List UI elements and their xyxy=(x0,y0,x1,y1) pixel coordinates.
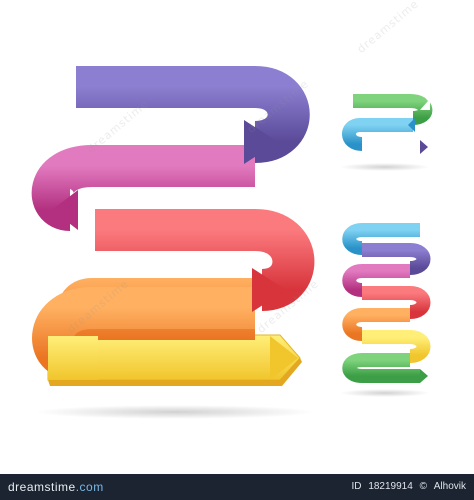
small2-green-head xyxy=(420,369,428,383)
small2-yellow-arrow xyxy=(362,330,431,363)
image-credit: ID 18219914 © Alhovik xyxy=(348,481,466,492)
small2-magenta-arrow xyxy=(342,264,410,297)
small-green-arrow xyxy=(353,94,433,125)
image-id-value: 18219914 xyxy=(368,481,413,492)
small-purple-head xyxy=(420,140,428,154)
small2-purple-arrow xyxy=(362,243,431,275)
stock-footer-bar: dreamstime.com ID 18219914 © Alhovik xyxy=(0,474,474,500)
small-green-tail xyxy=(420,92,430,110)
small2-red-arrow xyxy=(362,286,431,319)
stock-logo[interactable]: dreamstime.com xyxy=(8,480,104,494)
main-shadow xyxy=(35,405,315,419)
red-arrow-head xyxy=(252,268,286,312)
small-shadow-top xyxy=(340,163,430,171)
small-shadow-bottom xyxy=(340,389,430,397)
image-id-label: ID xyxy=(351,481,362,492)
yellow-arrow-head xyxy=(270,336,298,380)
yellow-arrow-rim xyxy=(48,358,302,386)
small-blue-arrow xyxy=(342,118,413,151)
small-blue-head xyxy=(408,118,415,132)
main-snake xyxy=(31,66,315,380)
purple-tail-notch xyxy=(60,66,76,108)
small2-orange-arrow xyxy=(342,308,410,341)
small-snake-seven-color xyxy=(342,223,431,383)
small2-blue-tail xyxy=(420,221,428,239)
yellow-band-fill xyxy=(48,336,98,380)
purple-arrow-head xyxy=(244,120,278,164)
magenta-arrow xyxy=(31,145,255,231)
small2-blue-arrow xyxy=(342,223,420,255)
author-name: Alhovik xyxy=(433,481,466,492)
magenta-arrow-head xyxy=(52,190,78,230)
stock-logo-main: dreamstime xyxy=(8,480,76,494)
stock-logo-suffix: .com xyxy=(75,480,104,494)
copyright-symbol: © xyxy=(419,481,427,492)
small2-green-arrow xyxy=(342,353,420,383)
